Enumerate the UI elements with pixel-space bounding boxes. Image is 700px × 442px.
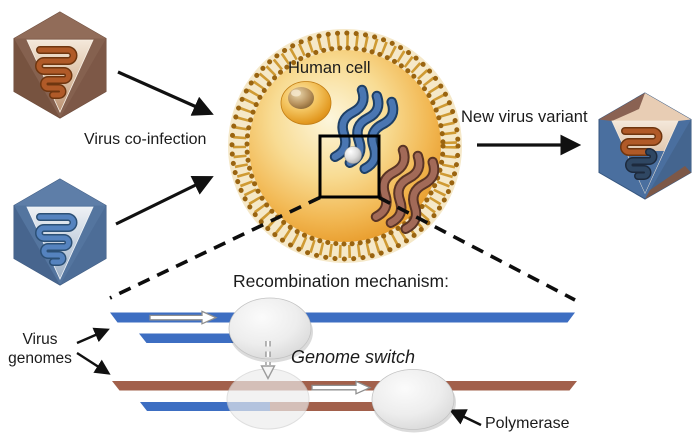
genome-switch-arrow: [260, 341, 276, 381]
cell-nucleus-icon: [280, 81, 332, 125]
replication-direction-arrow-2: [311, 380, 372, 395]
virus-genomes-pointer-bottom: [76, 351, 111, 375]
polymerase-label: Polymerase: [485, 415, 570, 432]
human-cell-label: Human cell: [288, 59, 371, 77]
polymerase-pointer-arrow: [448, 409, 482, 427]
coinfection-arrow-top: [117, 70, 214, 116]
zoom-dashed-line-left: [109, 195, 321, 300]
template-strand-blue: [110, 312, 575, 323]
brown-virus-icon: [13, 11, 107, 119]
coinfection-arrow-bottom: [115, 175, 214, 226]
virus-genomes-pointer-top: [76, 327, 110, 345]
genome-switch-label: Genome switch: [291, 347, 416, 367]
polymerase-oval-1: [228, 297, 313, 363]
virus-co-infection-label: Virus co-infection: [84, 131, 207, 148]
cell-membrane: [229, 30, 461, 262]
replication-direction-arrow-1: [149, 310, 218, 325]
virus-genomes-line2: genomes: [8, 349, 72, 367]
virus-genomes-line1: Virus: [22, 331, 58, 348]
polymerase-oval-3: [371, 369, 456, 433]
virus-genomes-label: Virus genomes: [2, 331, 78, 368]
recombination-mechanism-title: Recombination mechanism:: [233, 271, 449, 291]
zoom-square: [318, 134, 381, 199]
new-virus-variant-label: New virus variant: [461, 108, 588, 126]
recombinant-virus-icon: [598, 92, 692, 200]
zoom-dashed-line-right: [378, 195, 576, 302]
polymerase-sphere-icon: [344, 146, 362, 164]
recombinant-strand-brown-part: [270, 402, 390, 411]
blue-virus-icon: [13, 178, 107, 286]
